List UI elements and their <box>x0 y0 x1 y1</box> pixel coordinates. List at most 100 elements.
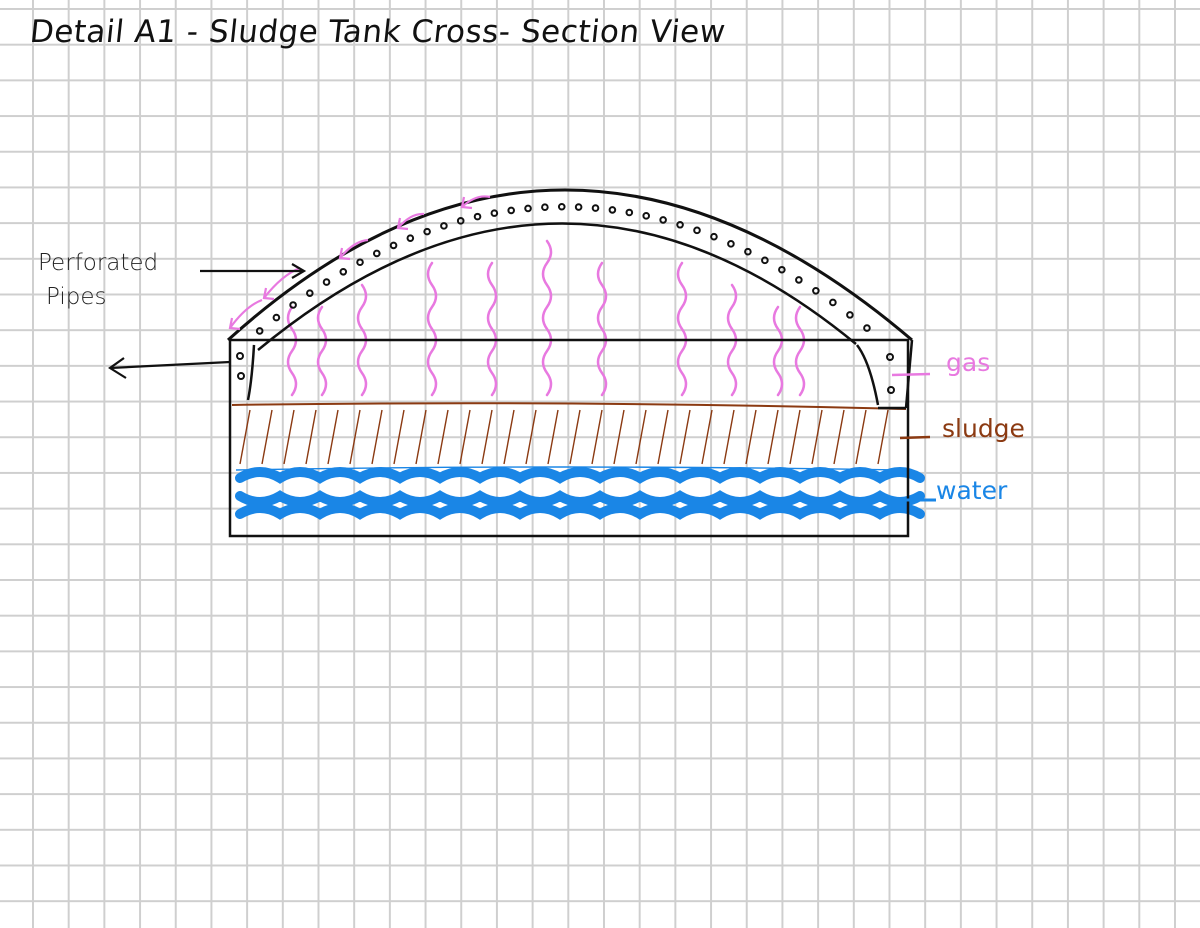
outlet-arrow <box>108 357 231 379</box>
gas-escape-arrow <box>339 238 369 259</box>
gas-wisp <box>772 305 784 397</box>
water-wave <box>235 503 925 520</box>
sludge-hatch <box>855 409 867 465</box>
perforation-hole <box>322 278 331 286</box>
perforation-hole <box>829 298 837 307</box>
perforation-hole <box>887 386 895 394</box>
perforation-hole <box>659 216 667 224</box>
perforation-hole <box>473 212 482 221</box>
gas-wisp <box>794 305 806 397</box>
water-waves <box>235 466 925 520</box>
perforation-hole <box>440 222 448 230</box>
perforation-hole <box>339 267 348 276</box>
gas-escape-arrowhead <box>262 287 275 301</box>
perforation-hole <box>812 286 820 295</box>
perforation-hole <box>356 258 364 267</box>
perforation-hole <box>289 301 297 309</box>
gas-wisp <box>426 261 438 397</box>
perforation-hole <box>389 241 398 250</box>
gas-wisp <box>676 261 688 397</box>
sludge-hatch <box>789 409 801 465</box>
perforation-hole <box>863 324 871 332</box>
perforation-hole <box>744 247 752 256</box>
water-wave <box>235 467 925 484</box>
diagram-title: Detail A1 - Sludge Tank Cross- Section V… <box>28 14 728 50</box>
sludge-hatch <box>723 409 735 465</box>
sludge-hatch <box>503 409 515 465</box>
perforation-hole <box>591 204 600 212</box>
perforation-hole <box>423 227 431 236</box>
gas-escape-arrowhead <box>460 196 473 210</box>
sludge-hatch <box>393 409 405 465</box>
gas-escape-arrow <box>229 298 263 329</box>
dome-inner-pipe <box>257 222 857 351</box>
pipe-perforations <box>236 202 895 394</box>
perforation-hole <box>507 206 515 215</box>
perforation-hole <box>761 256 769 265</box>
sludge-hatch <box>261 409 273 465</box>
perforated-pipes-label-line1: Perforated <box>38 250 159 276</box>
sludge-hatch <box>305 409 317 465</box>
sludge-hatch <box>481 409 493 465</box>
water-surface <box>235 466 901 471</box>
perforation-hole <box>237 372 245 380</box>
sludge-hatch <box>811 409 823 465</box>
perforation-hole <box>846 311 854 319</box>
sludge-hatch <box>701 409 713 465</box>
perforation-hole <box>272 313 281 322</box>
perforated-pipes-label-line2: Pipes <box>46 284 107 310</box>
perforated-pipes-arrow <box>200 263 307 279</box>
sludge-surface-line <box>231 402 907 410</box>
sludge-hatch <box>283 409 295 465</box>
sludge-hatch <box>657 409 669 465</box>
gas-leader-line <box>891 372 931 377</box>
perforation-hole <box>778 265 786 274</box>
perforation-hole <box>557 202 566 211</box>
gas-wisp <box>286 305 298 397</box>
gas-wisp <box>596 261 608 397</box>
gas-escape-arrow <box>461 195 491 208</box>
sludge-leader-line <box>899 435 931 440</box>
sludge-hatch <box>767 409 779 465</box>
water-wave <box>235 490 925 507</box>
sludge-hatch <box>459 409 471 465</box>
perforation-hole <box>625 208 634 217</box>
perforated-pipes-label: Perforated Pipes <box>38 246 158 314</box>
sludge-hatch <box>437 409 449 465</box>
gas-escape-arrow <box>263 266 301 299</box>
gas-escape-arrowhead <box>228 317 241 331</box>
water-label: water <box>936 476 1008 505</box>
perforation-hole <box>255 327 264 335</box>
perforation-hole <box>524 204 532 213</box>
sludge-hatch <box>877 409 889 465</box>
right-pipe-riser <box>855 344 880 406</box>
perforation-hole <box>642 212 651 220</box>
sludge-hatch <box>745 409 757 465</box>
sludge-hatch <box>415 409 427 465</box>
perforation-hole <box>727 240 735 248</box>
gas-wisps <box>286 239 806 397</box>
perforation-hole <box>574 203 583 211</box>
left-pipe-riser <box>246 344 256 401</box>
sludge-hatch <box>613 409 625 465</box>
sludge-hatch <box>591 409 603 465</box>
sludge-hatch <box>547 409 559 465</box>
gas-wisp <box>316 305 328 397</box>
perforation-hole <box>608 206 617 214</box>
perforation-hole <box>372 249 381 258</box>
dome-outer-pipe <box>226 188 913 342</box>
perforation-hole <box>886 353 894 361</box>
gas-escape-arrowhead <box>338 247 351 261</box>
gas-wisp <box>486 261 498 397</box>
sludge-hatch <box>635 409 647 465</box>
perforation-hole <box>710 232 718 241</box>
sludge-hatch <box>569 409 581 465</box>
perforation-hole <box>406 234 415 242</box>
perforation-hole <box>456 217 465 225</box>
gas-label: gas <box>946 348 991 377</box>
perforation-hole <box>795 276 803 284</box>
gas-escape-arrows <box>228 195 491 331</box>
sludge-hatching <box>239 409 889 465</box>
perforation-hole <box>490 209 499 217</box>
